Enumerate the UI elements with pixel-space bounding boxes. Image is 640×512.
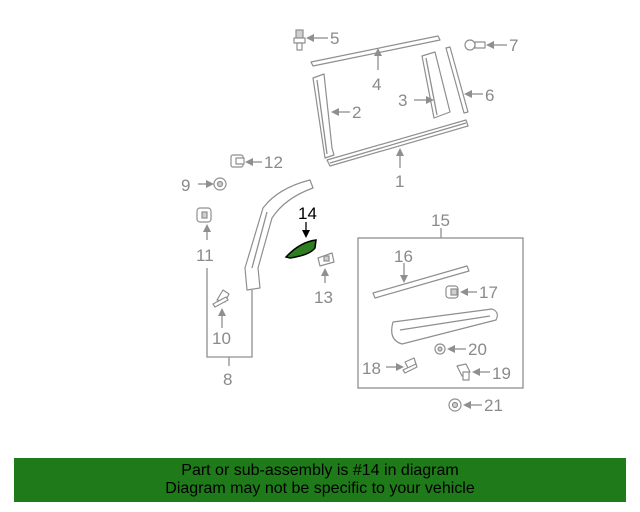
- part-15-rocker-molding[interactable]: [391, 308, 498, 345]
- callout-13: 13: [314, 288, 333, 307]
- part-2-pillar-garnish[interactable]: [312, 73, 335, 159]
- part-17-clip[interactable]: [445, 285, 459, 299]
- part-16-molding[interactable]: [372, 265, 470, 299]
- callout-11: 11: [196, 246, 214, 265]
- callout-5: 5: [330, 29, 339, 48]
- part-20-grommet[interactable]: [434, 343, 446, 355]
- callout-14: 14: [298, 204, 317, 223]
- callout-4: 4: [372, 75, 381, 94]
- callout-20: 20: [468, 340, 487, 359]
- callout-19: 19: [492, 364, 511, 383]
- callout-18: 18: [362, 359, 381, 378]
- callout-10: 10: [212, 329, 231, 348]
- banner-line-part-info: Part or sub-assembly is #14 in diagram: [181, 462, 459, 479]
- part-13-clip[interactable]: [317, 252, 335, 267]
- callout-12: 12: [264, 153, 283, 172]
- part-4-roof-molding[interactable]: [310, 35, 441, 67]
- part-7-clip[interactable]: [464, 39, 486, 51]
- callout-8: 8: [223, 370, 232, 389]
- part-21-grommet[interactable]: [448, 398, 462, 412]
- callout-7: 7: [509, 36, 518, 55]
- callout-1: 1: [395, 172, 404, 191]
- part-14-highlighted[interactable]: [284, 239, 317, 259]
- part-12-clip[interactable]: [230, 154, 245, 168]
- info-banner: Part or sub-assembly is #14 in diagram D…: [14, 458, 626, 502]
- callout-6: 6: [485, 86, 494, 105]
- banner-line-disclaimer: Diagram may not be specific to your vehi…: [165, 480, 475, 497]
- callout-9: 9: [181, 176, 190, 195]
- part-8-quarter-garnish[interactable]: [244, 179, 314, 291]
- callout-17: 17: [479, 283, 498, 302]
- part-10-clip[interactable]: [212, 289, 230, 308]
- callout-3: 3: [398, 91, 407, 110]
- callout-21: 21: [484, 396, 503, 415]
- part-6-weatherstrip[interactable]: [445, 46, 469, 114]
- parts-diagram: 4 5 7 2 3 6 1 12: [181, 29, 524, 415]
- part-3-rear-garnish[interactable]: [421, 51, 451, 119]
- part-11-clip[interactable]: [196, 207, 212, 223]
- callout-2: 2: [352, 103, 361, 122]
- part-19-clip[interactable]: [456, 363, 471, 381]
- callout-15: 15: [431, 211, 450, 230]
- part-5-clip[interactable]: [293, 29, 306, 51]
- callout-16: 16: [394, 247, 413, 266]
- part-9-grommet[interactable]: [213, 177, 227, 191]
- part-18-clip[interactable]: [402, 357, 418, 374]
